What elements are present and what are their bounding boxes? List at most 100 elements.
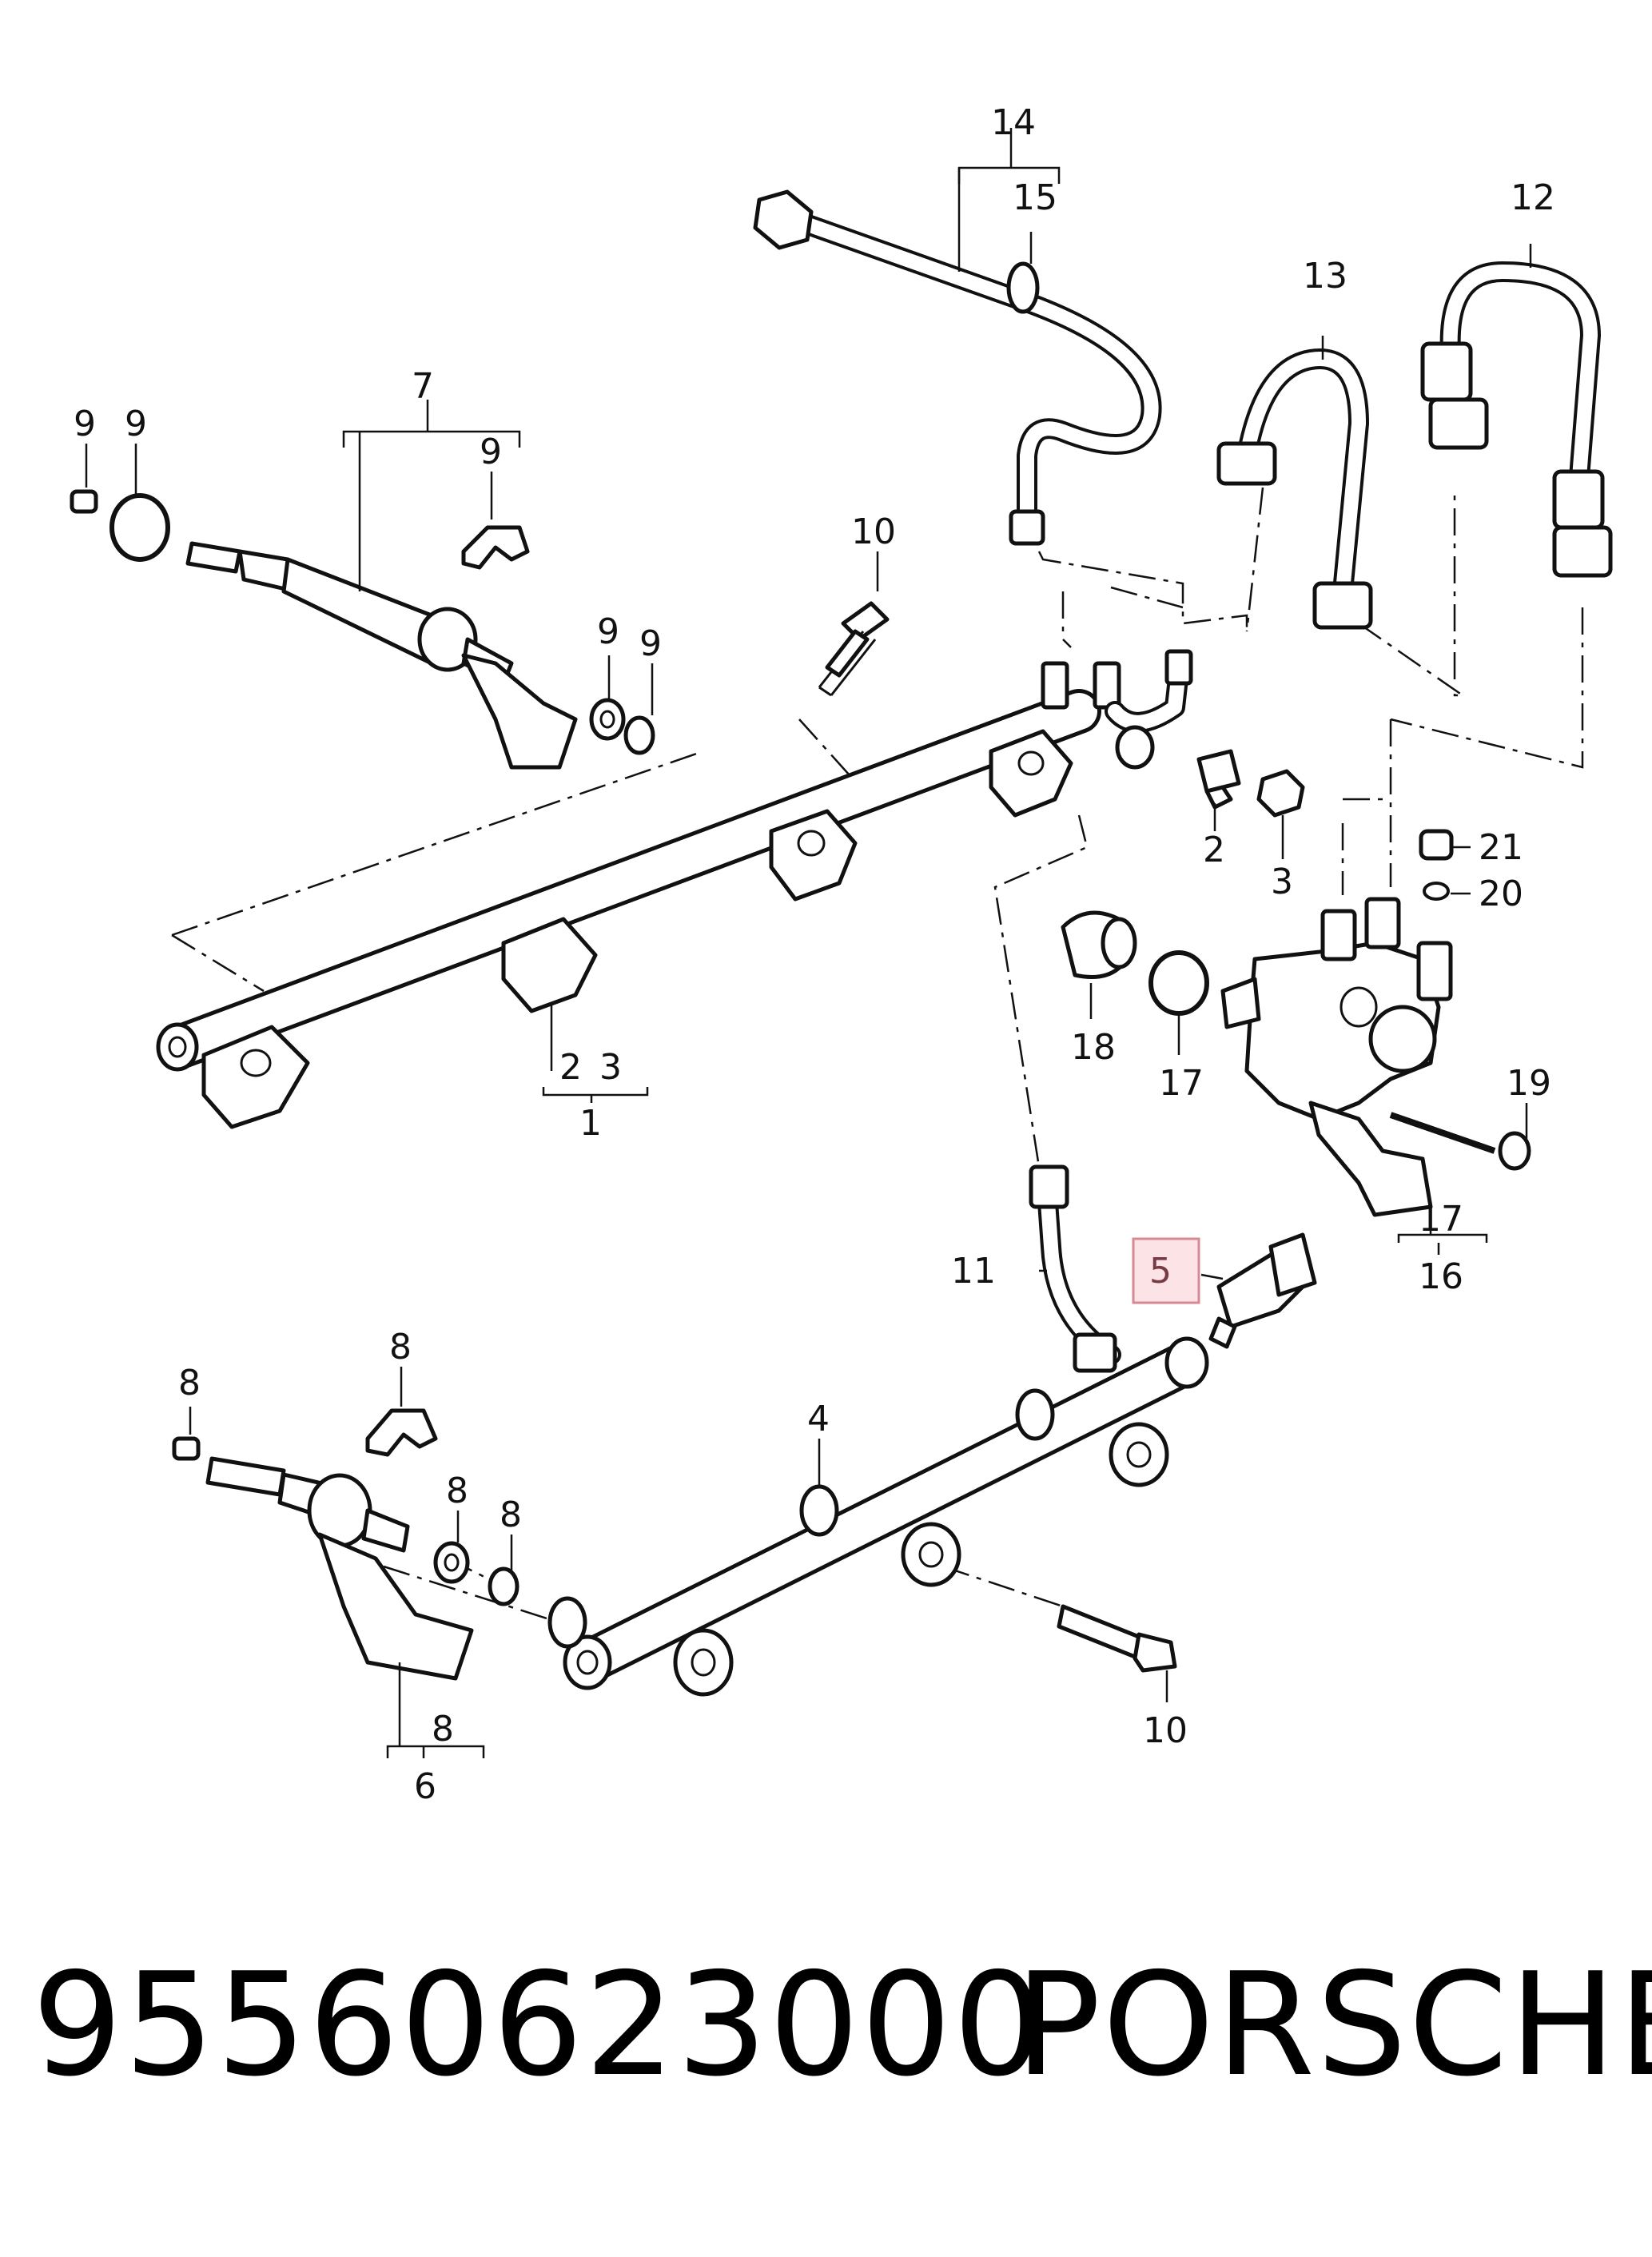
- ring-9: [623, 715, 655, 755]
- callout-4: 4: [807, 1399, 830, 1439]
- callout-10-lower: 10: [1143, 1710, 1188, 1751]
- callout-1: 1: [579, 1103, 602, 1144]
- footer-caption: 95560623000 PORSCHE: [0, 1942, 1652, 2134]
- callout-8-c: 8: [446, 1471, 468, 1511]
- callout-3-upper: 3: [1271, 862, 1293, 902]
- line-14-fitting: [1009, 509, 1045, 546]
- pump-inlet: [1220, 977, 1261, 1029]
- callout-18: 18: [1071, 1027, 1116, 1068]
- callout-8-e: 8: [432, 1709, 454, 1749]
- plug-21: [1419, 829, 1454, 861]
- clip-9: [461, 525, 530, 570]
- seal-9-small: [70, 489, 98, 514]
- callout-16: 16: [1419, 1256, 1463, 1297]
- pump-valve: [1416, 941, 1453, 1001]
- fuel-line-13: [1216, 348, 1373, 630]
- highlight-box-part-5: [1132, 1237, 1200, 1304]
- rail-4-boss-2: [901, 1522, 961, 1587]
- line-13-nut-top: [1216, 441, 1277, 486]
- rail-4-boss-3: [1109, 1422, 1169, 1487]
- callout-9-d: 9: [597, 611, 619, 652]
- line-14-nut: [753, 189, 814, 250]
- callout-9-c: 9: [480, 432, 502, 472]
- washer-8: [433, 1541, 470, 1584]
- callout-21: 21: [1479, 827, 1523, 868]
- injector-7: [185, 541, 578, 770]
- line-12-ferrule-b: [1552, 469, 1605, 530]
- callout-20: 20: [1479, 874, 1523, 914]
- high-pressure-pump-16: [1220, 897, 1453, 1217]
- sleeve-18: [1061, 910, 1137, 979]
- callout-labels: 14 15 12 13 7 9 9 9 9 9 10 2 3 21 20 18 …: [74, 102, 1555, 1807]
- callout-8-d: 8: [500, 1495, 522, 1535]
- seal-20: [1423, 882, 1450, 901]
- callout-7: 7: [412, 366, 434, 407]
- injector-7-body: [417, 607, 478, 672]
- injector-6: [205, 1456, 474, 1681]
- callout-17-a: 17: [1159, 1063, 1204, 1104]
- line-11-nut-bottom: [1073, 1332, 1117, 1373]
- part-number: 95560623000: [32, 1942, 1045, 2108]
- callout-11: 11: [951, 1251, 996, 1292]
- rail-1-outlet-b: [1093, 661, 1121, 710]
- callout-14: 14: [991, 102, 1036, 143]
- rail-4-front-end: [563, 1634, 612, 1690]
- callout-6: 6: [414, 1766, 436, 1807]
- rail-1-boss-2: [501, 917, 598, 1013]
- rail-1-outlet-a: [1041, 661, 1069, 710]
- line-12-nut-a: [1428, 397, 1489, 450]
- callout-8-a: 8: [178, 1363, 201, 1403]
- injector-7-connector: [461, 653, 578, 770]
- fuel-rail-4: [547, 1336, 1209, 1697]
- rail-1-port: [1115, 725, 1155, 770]
- callout-15: 15: [1013, 177, 1057, 218]
- fuel-line-12: [1420, 261, 1613, 578]
- rail-1-end: [156, 1022, 199, 1072]
- callout-2-lower: 2: [559, 1047, 582, 1088]
- line-11-nut-top: [1029, 1164, 1069, 1209]
- brand-name: PORSCHE: [1015, 1942, 1652, 2108]
- callout-2-upper: 2: [1203, 830, 1225, 870]
- callout-10-upper: 10: [851, 512, 896, 552]
- bolt-10-upper: [818, 601, 890, 697]
- callout-9-a: 9: [74, 404, 96, 444]
- callout-9-e: 9: [639, 623, 662, 664]
- callout-19: 19: [1507, 1063, 1551, 1104]
- rail-4-cup-1: [547, 1596, 587, 1649]
- line-12-nut-b: [1552, 525, 1613, 578]
- ring-8: [488, 1566, 519, 1606]
- bolt-19: [1389, 1112, 1531, 1171]
- rail-4-end: [1164, 1336, 1209, 1389]
- pump-outlet-a: [1320, 909, 1357, 961]
- fuel-rail-1: [156, 649, 1193, 1129]
- callout-3-lower: 3: [599, 1047, 622, 1088]
- rail-4-boss-1: [673, 1628, 734, 1697]
- bolt-10-lower: [1057, 1604, 1177, 1673]
- banjo-bolt-2: [1196, 749, 1241, 810]
- line-12-ferrule-a: [1420, 341, 1473, 402]
- seal-ring-9-large: [109, 493, 170, 562]
- callout-9-b: 9: [125, 404, 147, 444]
- callout-13: 13: [1303, 256, 1347, 297]
- seal-8-small: [172, 1436, 201, 1461]
- assembly-lines: [171, 487, 1584, 1624]
- callout-brackets: [85, 128, 1532, 1758]
- injector-6-connector: [317, 1532, 474, 1681]
- washer-9: [589, 698, 626, 741]
- rail-4-cup-2: [799, 1484, 839, 1537]
- callout-12: 12: [1511, 177, 1555, 218]
- callout-17-b: 17: [1419, 1199, 1463, 1240]
- fuel-line-14: [753, 189, 1162, 546]
- clip-8: [365, 1408, 438, 1457]
- pump-outlet-b: [1364, 897, 1401, 949]
- callout-5: 5: [1149, 1251, 1172, 1292]
- line-13-nut-bottom: [1312, 581, 1373, 630]
- fuel-line-11: [1029, 1164, 1121, 1373]
- o-ring-17: [1148, 950, 1209, 1016]
- sleeve-15: [1006, 261, 1040, 314]
- rail-1-outlet-c: [1164, 649, 1193, 686]
- nut-3: [1256, 769, 1305, 818]
- callout-8-b: 8: [389, 1327, 412, 1367]
- rail-4-cup-3: [1015, 1388, 1055, 1441]
